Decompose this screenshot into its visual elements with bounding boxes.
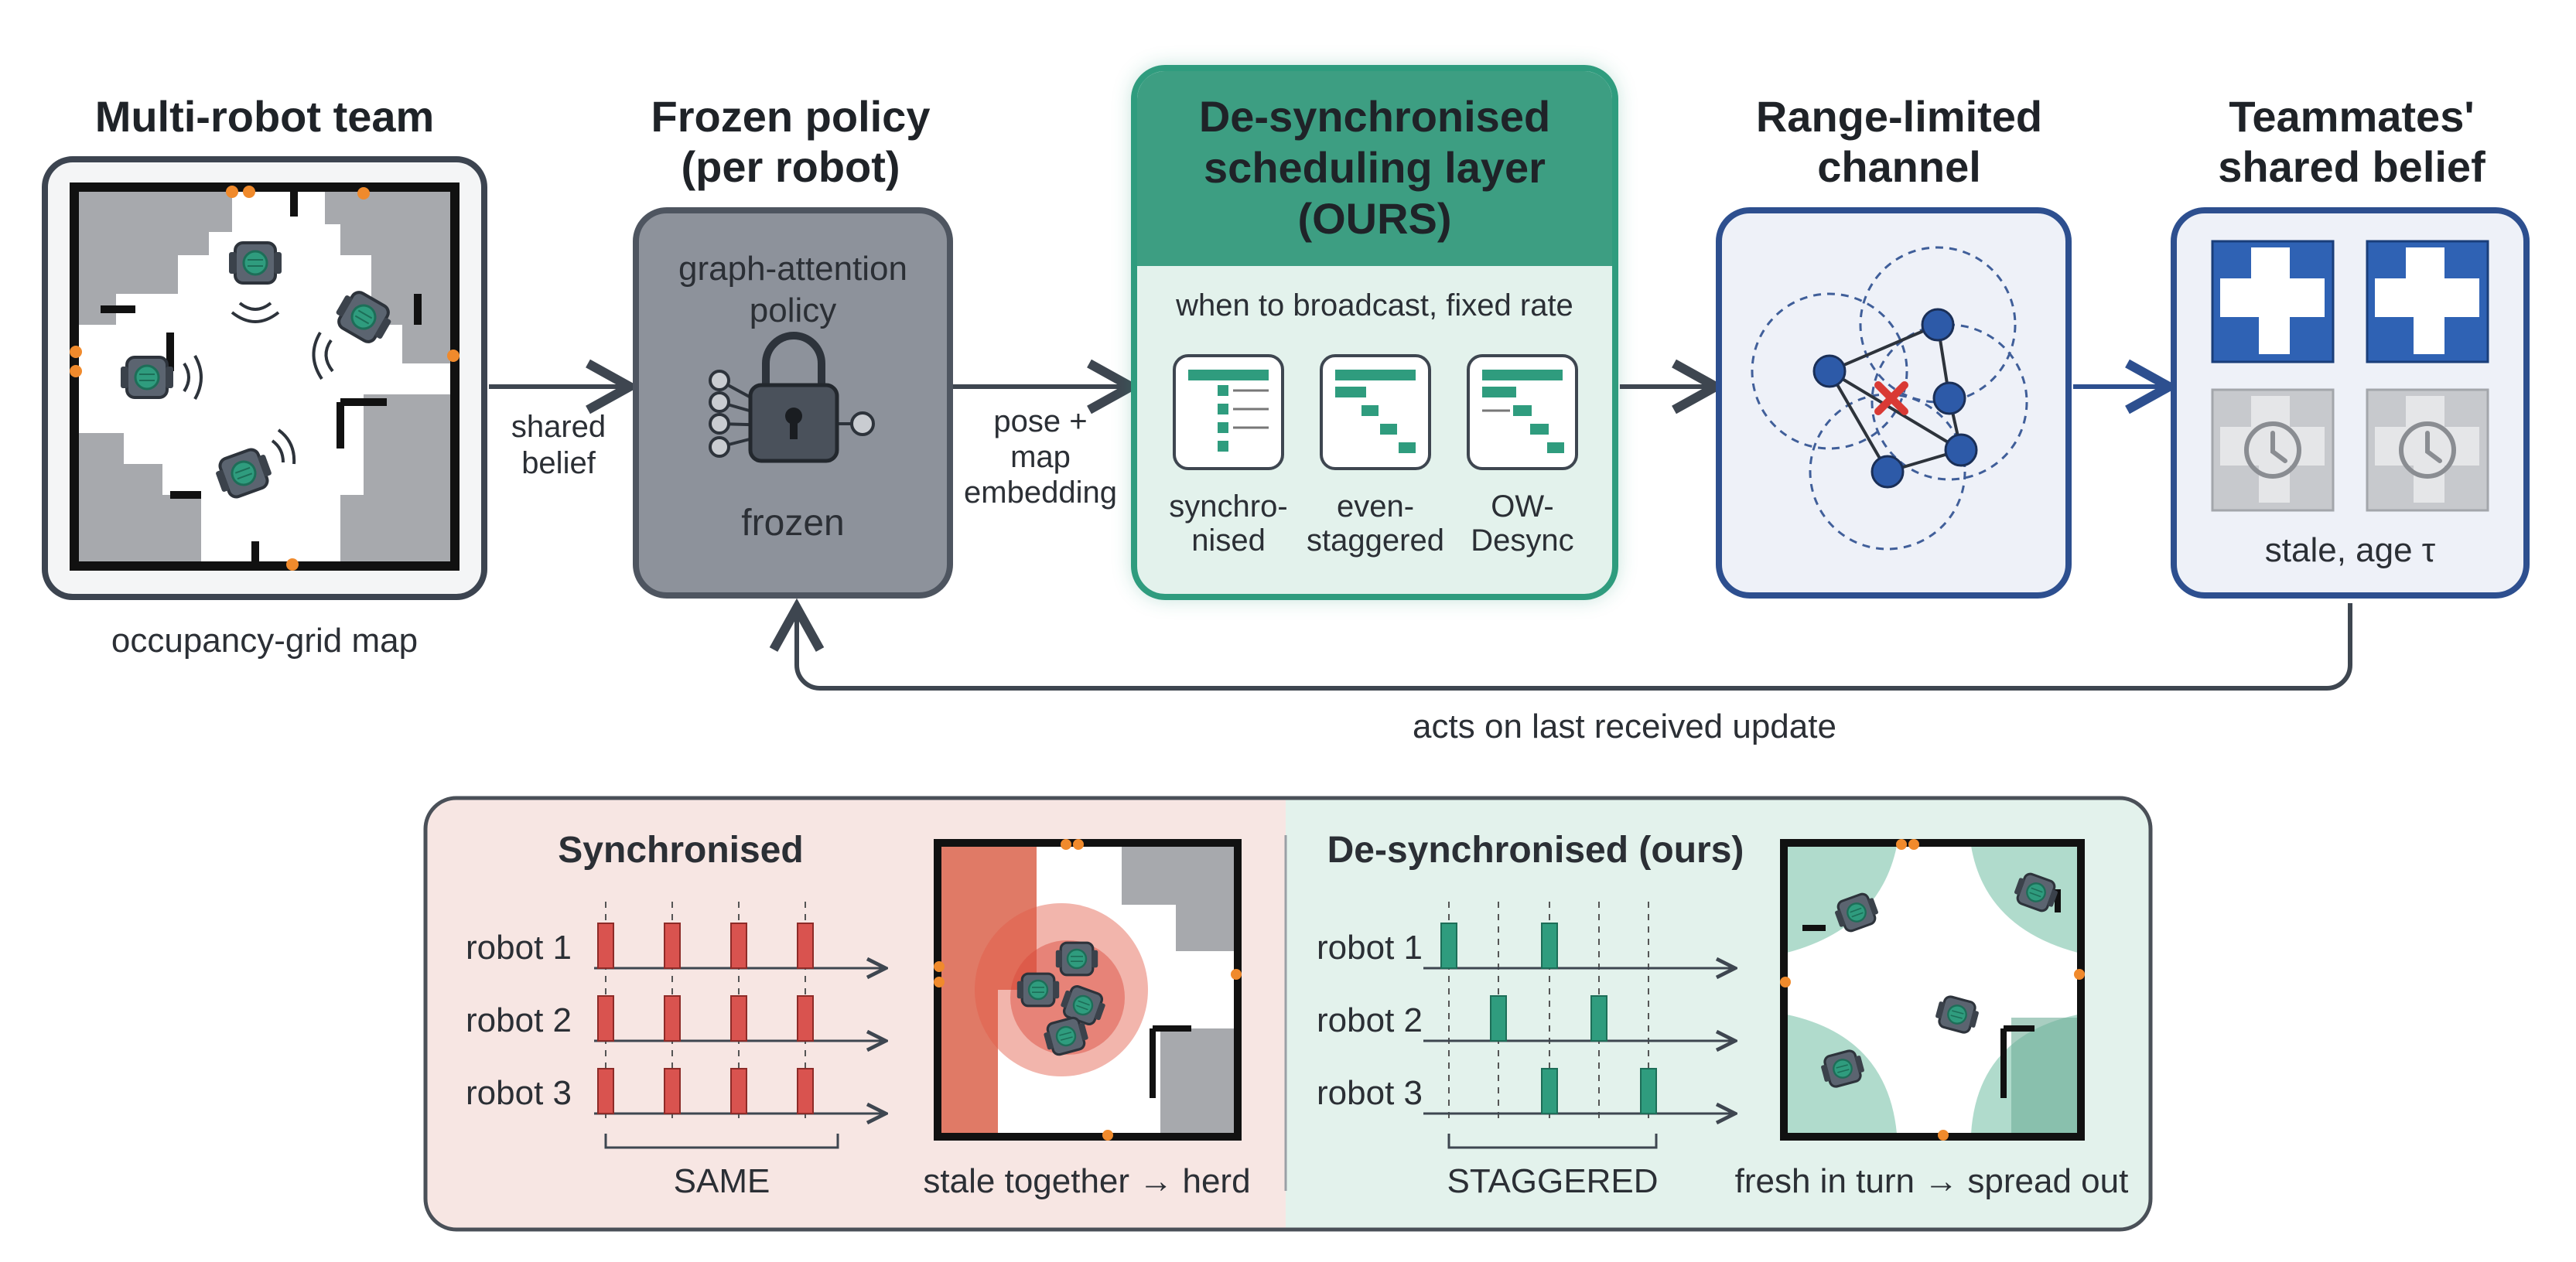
robot-label: robot 1 — [466, 929, 572, 967]
channel-title-line2: channel — [1817, 142, 1981, 191]
channel-title-line1: Range-limited — [1756, 92, 2042, 141]
robot-label: robot 1 — [1317, 929, 1423, 967]
sync-timeline: Synchronised robot 1 robot 2 robot 3 SAM… — [466, 830, 883, 1200]
channel-panel: Range-limited channel — [1716, 92, 2072, 599]
lock-icon — [748, 332, 839, 463]
belief-caption: stale, age τ — [2265, 531, 2436, 569]
team-title: Multi-robot team — [95, 92, 435, 141]
belief-title-line1: Teammates' — [2229, 92, 2474, 141]
robot-label: robot 2 — [466, 1001, 572, 1039]
arrow2-label-line3: embedding — [964, 476, 1117, 510]
robot-icon — [227, 241, 283, 285]
broadcast-pulses — [597, 923, 814, 1114]
belief-title-line2: shared belief — [2218, 142, 2485, 191]
team-caption: occupancy-grid map — [111, 622, 418, 660]
robot-icon — [1016, 972, 1061, 1008]
robot-icon — [1054, 941, 1099, 977]
option-label-line2: Desync — [1471, 524, 1573, 558]
desync-spread-map: fresh in turn → spread out — [1735, 839, 2129, 1200]
arrow1-label-line1: shared — [511, 410, 606, 444]
option-label-line2: nised — [1191, 524, 1266, 558]
sync-herd-map: stale together → herd — [923, 839, 1251, 1200]
arrow2-label-line2: map — [1010, 440, 1071, 474]
feedback-loop-arrow: acts on last received update — [797, 603, 2352, 745]
policy-label-line2: policy — [750, 292, 837, 329]
feedback-label: acts on last received update — [1413, 708, 1836, 745]
option-label-line2: staggered — [1307, 524, 1444, 558]
policy-panel: Frozen policy (per robot) graph-attentio… — [633, 92, 953, 599]
desync-bracket-label: STAGGERED — [1447, 1162, 1658, 1200]
belief-panel: Teammates' shared belief stale, a — [2171, 92, 2530, 599]
sync-map-caption: stale together → herd — [923, 1162, 1250, 1200]
scheduler-panel: De-synchronised scheduling layer (OURS) … — [1131, 65, 1618, 600]
policy-label-line1: graph-attention — [678, 250, 907, 288]
option-label-line1: OW- — [1491, 489, 1553, 524]
arrow2-label-line1: pose + — [993, 404, 1087, 438]
team-panel: Multi-robot team occ — [42, 92, 487, 660]
schedule-option-ow-desync: OW- Desync — [1467, 354, 1578, 558]
option-label-line1: even- — [1337, 489, 1414, 524]
policy-title-line1: Frozen policy — [651, 92, 931, 141]
desync-timeline: De-synchronised (ours) robot 1 robot 2 r… — [1317, 830, 1744, 1200]
broken-link-icon — [1874, 381, 1908, 415]
scheduler-title-line3: (OURS) — [1297, 194, 1451, 243]
scheduler-title-line2: scheduling layer — [1204, 143, 1546, 192]
desync-title: De-synchronised (ours) — [1327, 830, 1744, 871]
robot-label: robot 2 — [1317, 1001, 1423, 1039]
fresh-map-icon — [2211, 240, 2335, 363]
robot-label: robot 3 — [466, 1074, 572, 1112]
scheduler-subtitle: when to broadcast, fixed rate — [1175, 288, 1573, 322]
network-graph-icon — [1751, 246, 2028, 551]
clock-icon — [2399, 421, 2456, 479]
sync-bracket-label: SAME — [674, 1162, 770, 1200]
fresh-map-icon — [2366, 240, 2489, 363]
sync-title: Synchronised — [558, 830, 803, 871]
schedule-option-synchronised: synchro- nised — [1169, 354, 1288, 558]
signal-wave-icon — [183, 302, 334, 465]
arrow-shared-belief: shared belief — [489, 387, 625, 480]
arrow-pose-embedding: pose + map embedding — [953, 387, 1126, 510]
broadcast-pulses — [1440, 923, 1657, 1114]
clock-icon — [2244, 421, 2301, 479]
schedule-option-even-staggered: even- staggered — [1307, 354, 1444, 558]
arrow1-label-line2: belief — [521, 446, 596, 480]
option-label-line1: synchro- — [1169, 489, 1287, 524]
policy-state: frozen — [741, 503, 844, 544]
robot-icon — [119, 356, 175, 399]
robot-label: robot 3 — [1317, 1074, 1423, 1112]
desync-map-caption: fresh in turn → spread out — [1735, 1162, 2129, 1200]
policy-title-line2: (per robot) — [681, 142, 900, 191]
scheduler-title-line1: De-synchronised — [1199, 92, 1550, 141]
